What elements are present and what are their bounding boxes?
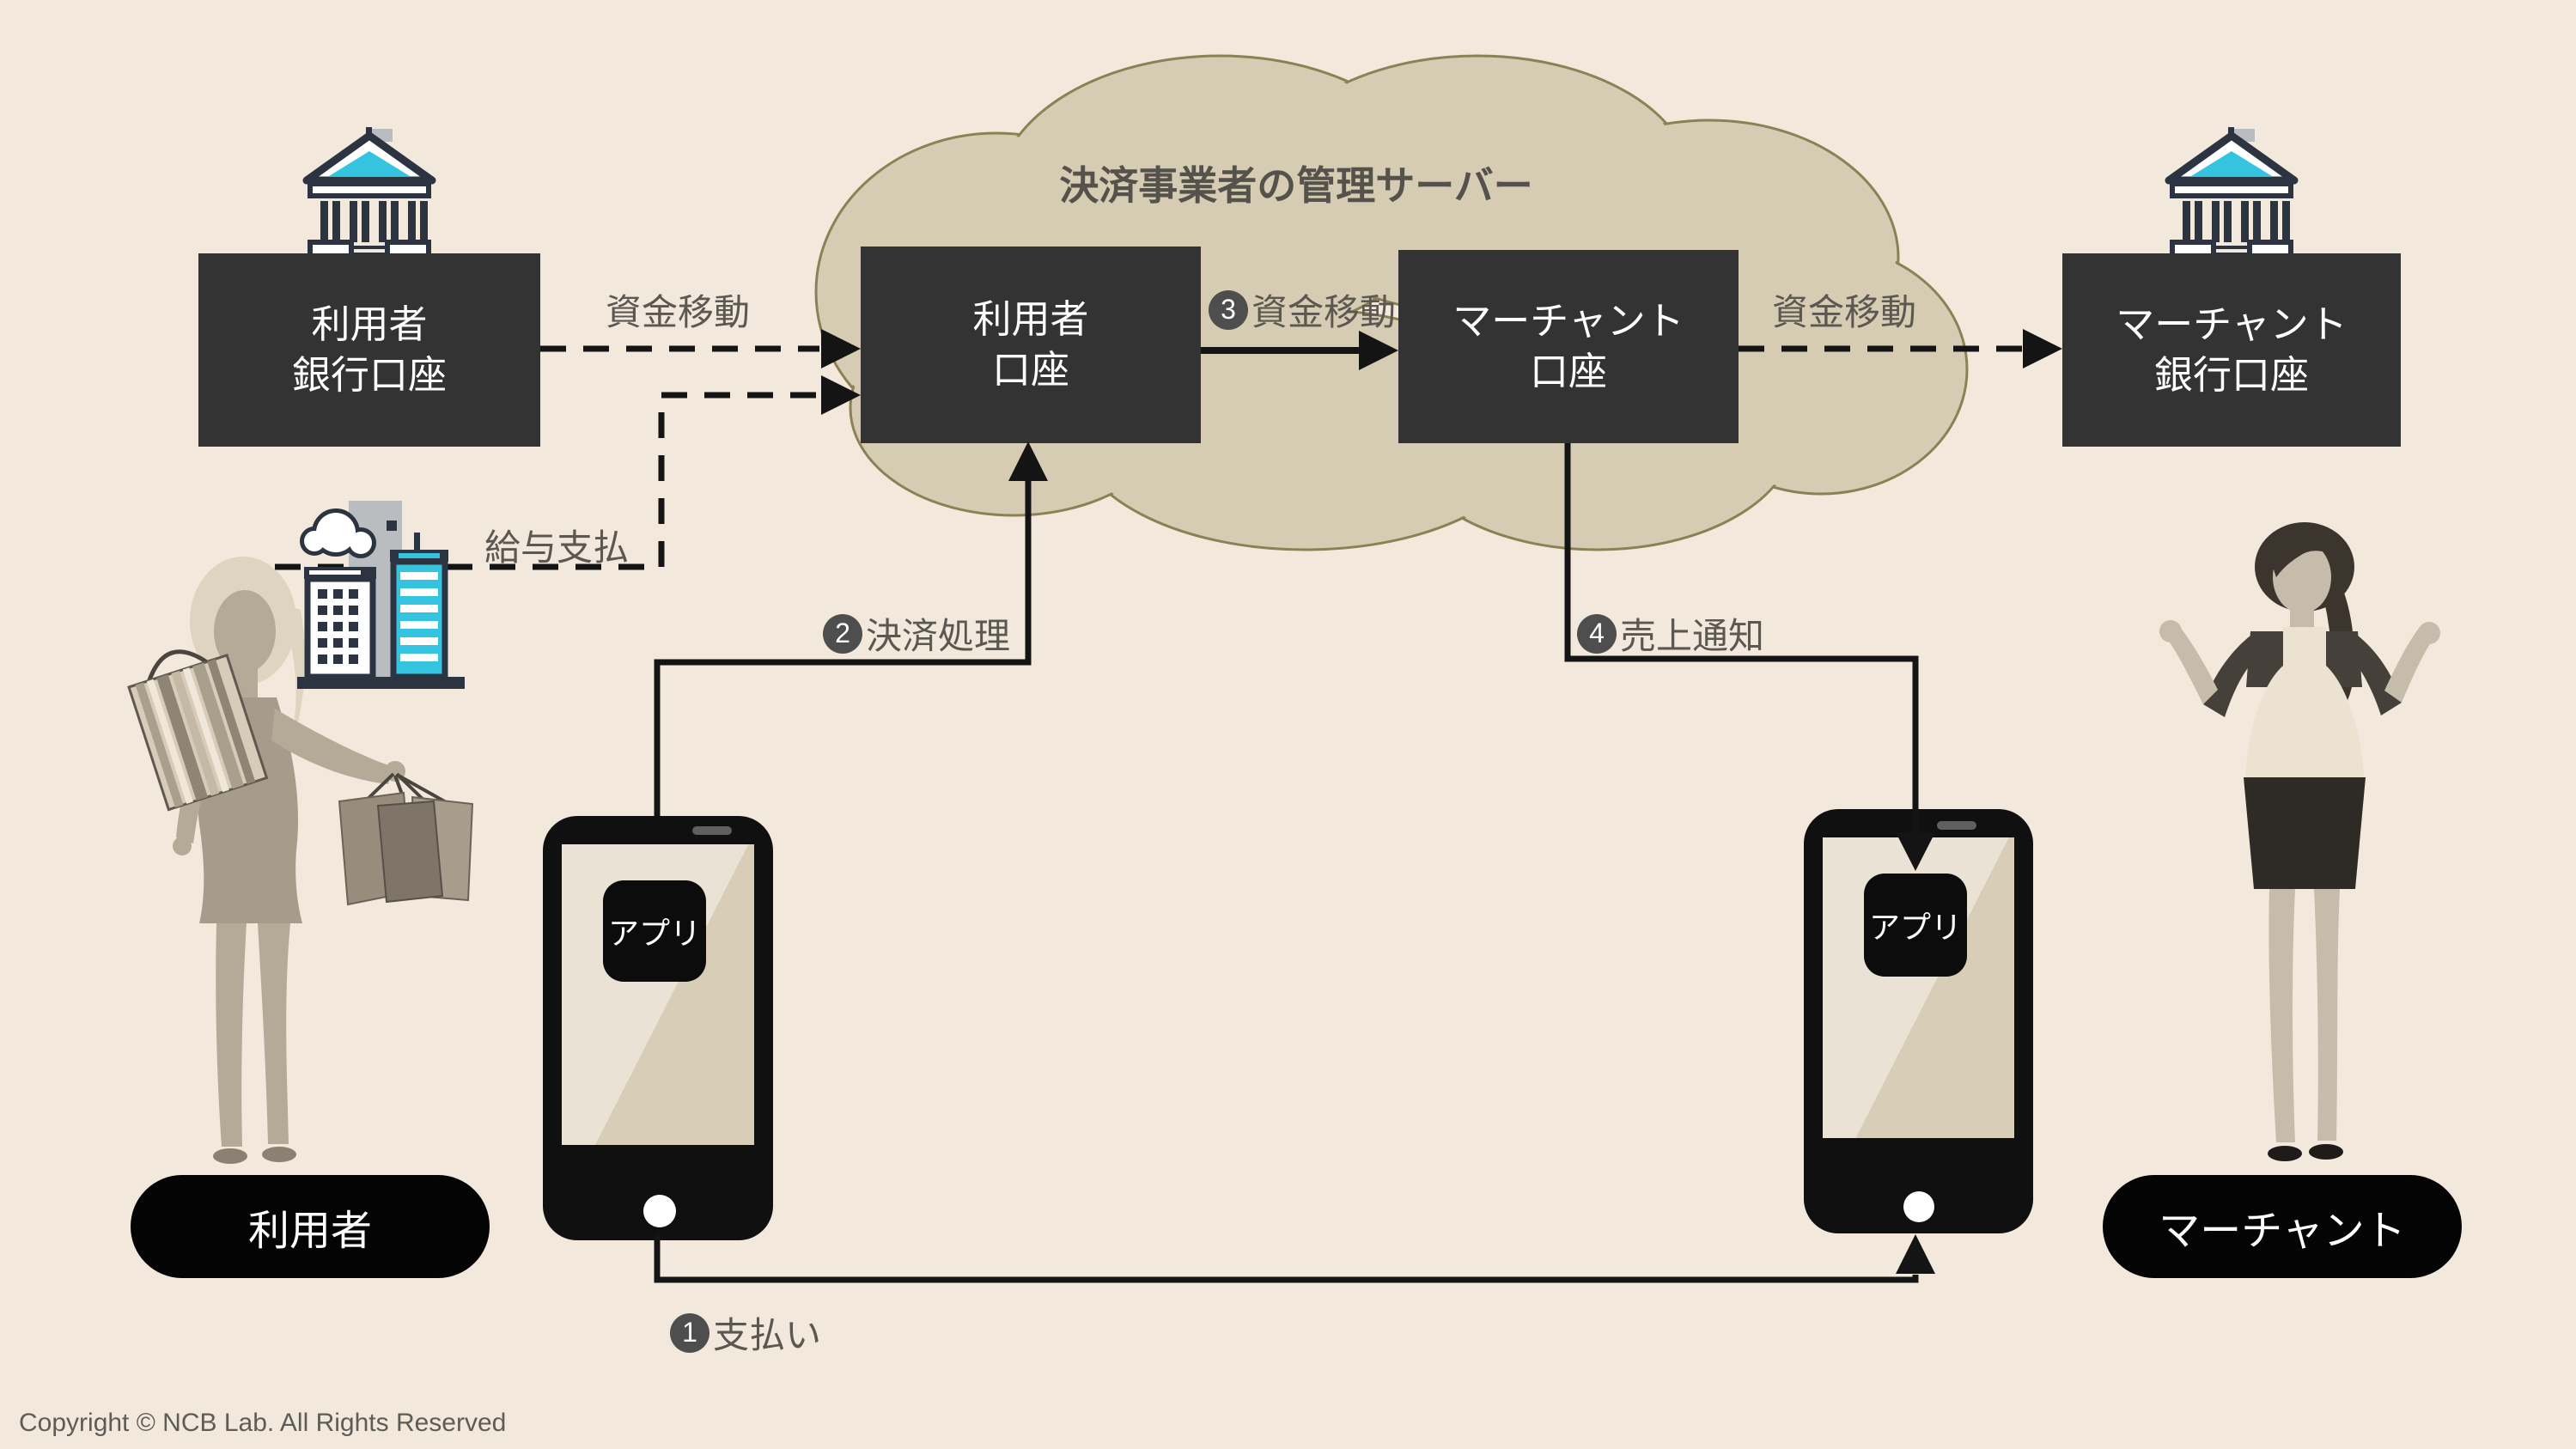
- step3-number-icon: 3: [1208, 289, 1248, 330]
- step1-label: 1 支払い: [669, 1306, 822, 1359]
- user-badge-label: 利用者: [247, 1209, 372, 1254]
- speaker-icon: [1937, 821, 1976, 830]
- app-icon: アプリ: [1864, 874, 1967, 977]
- salary-payment-label: 給与支払: [484, 527, 630, 568]
- box-label-line: 口座: [991, 347, 1069, 392]
- smartphone-merchant: アプリ: [1804, 809, 2033, 1233]
- speaker-icon: [692, 826, 732, 835]
- step1-text: 支払い: [712, 1315, 822, 1355]
- box-label-line: 利用者: [972, 297, 1089, 341]
- step4-number-icon: 4: [1576, 613, 1617, 654]
- box-label-line: 銀行口座: [291, 352, 447, 397]
- step4-label: 4 売上通知: [1576, 607, 1765, 660]
- fund-transfer-left-label: 資金移動: [605, 292, 751, 332]
- app-icon: アプリ: [603, 880, 706, 982]
- step1-number-icon: 1: [669, 1312, 709, 1353]
- office-building-icon: [297, 501, 465, 689]
- cloud-title: 決済事業者の管理サーバー: [1059, 163, 1533, 208]
- box-label-line: マーチャント: [2116, 302, 2348, 346]
- shopper-woman-illustration: [127, 557, 474, 1164]
- home-button-icon: [643, 1195, 676, 1227]
- step2-label: 2 決済処理: [822, 607, 1011, 660]
- shopping-bags-cluster: [338, 772, 474, 906]
- box-label-line: 利用者: [311, 302, 428, 346]
- box-user-account: 利用者 口座: [861, 247, 1201, 443]
- copyright-text: Copyright © NCB Lab. All Rights Reserved: [19, 1409, 507, 1437]
- step3-label: 3 資金移動: [1208, 283, 1397, 336]
- app-icon-label: アプリ: [607, 916, 701, 951]
- box-label-line: 口座: [1529, 349, 1607, 393]
- box-merchant-bank-account: マーチャント 銀行口座: [2062, 253, 2401, 447]
- smartphone-user: アプリ: [543, 816, 773, 1240]
- box-merchant-account: マーチャント 口座: [1398, 250, 1739, 443]
- box-label-line: マーチャント: [1452, 299, 1684, 343]
- merchant-woman-illustration: [2159, 522, 2440, 1161]
- bank-icon: [302, 127, 436, 260]
- home-button-icon: [1903, 1191, 1934, 1222]
- bank-icon: [2165, 127, 2299, 260]
- step2-number-icon: 2: [822, 613, 862, 654]
- user-badge: 利用者: [131, 1175, 490, 1278]
- app-icon-label: アプリ: [1868, 910, 1962, 945]
- merchant-badge-label: マーチャント: [2159, 1209, 2406, 1254]
- step4-text: 売上通知: [1619, 616, 1765, 656]
- step3-text: 資金移動: [1251, 292, 1397, 332]
- merchant-badge: マーチャント: [2103, 1175, 2462, 1278]
- fund-transfer-right-label: 資金移動: [1771, 292, 1917, 332]
- striped-shopping-bag: [127, 649, 269, 812]
- step2-text: 決済処理: [865, 616, 1011, 656]
- salary-arrowhead: [821, 375, 861, 415]
- box-label-line: 銀行口座: [2153, 352, 2309, 397]
- box-user-bank-account: 利用者 銀行口座: [198, 253, 540, 447]
